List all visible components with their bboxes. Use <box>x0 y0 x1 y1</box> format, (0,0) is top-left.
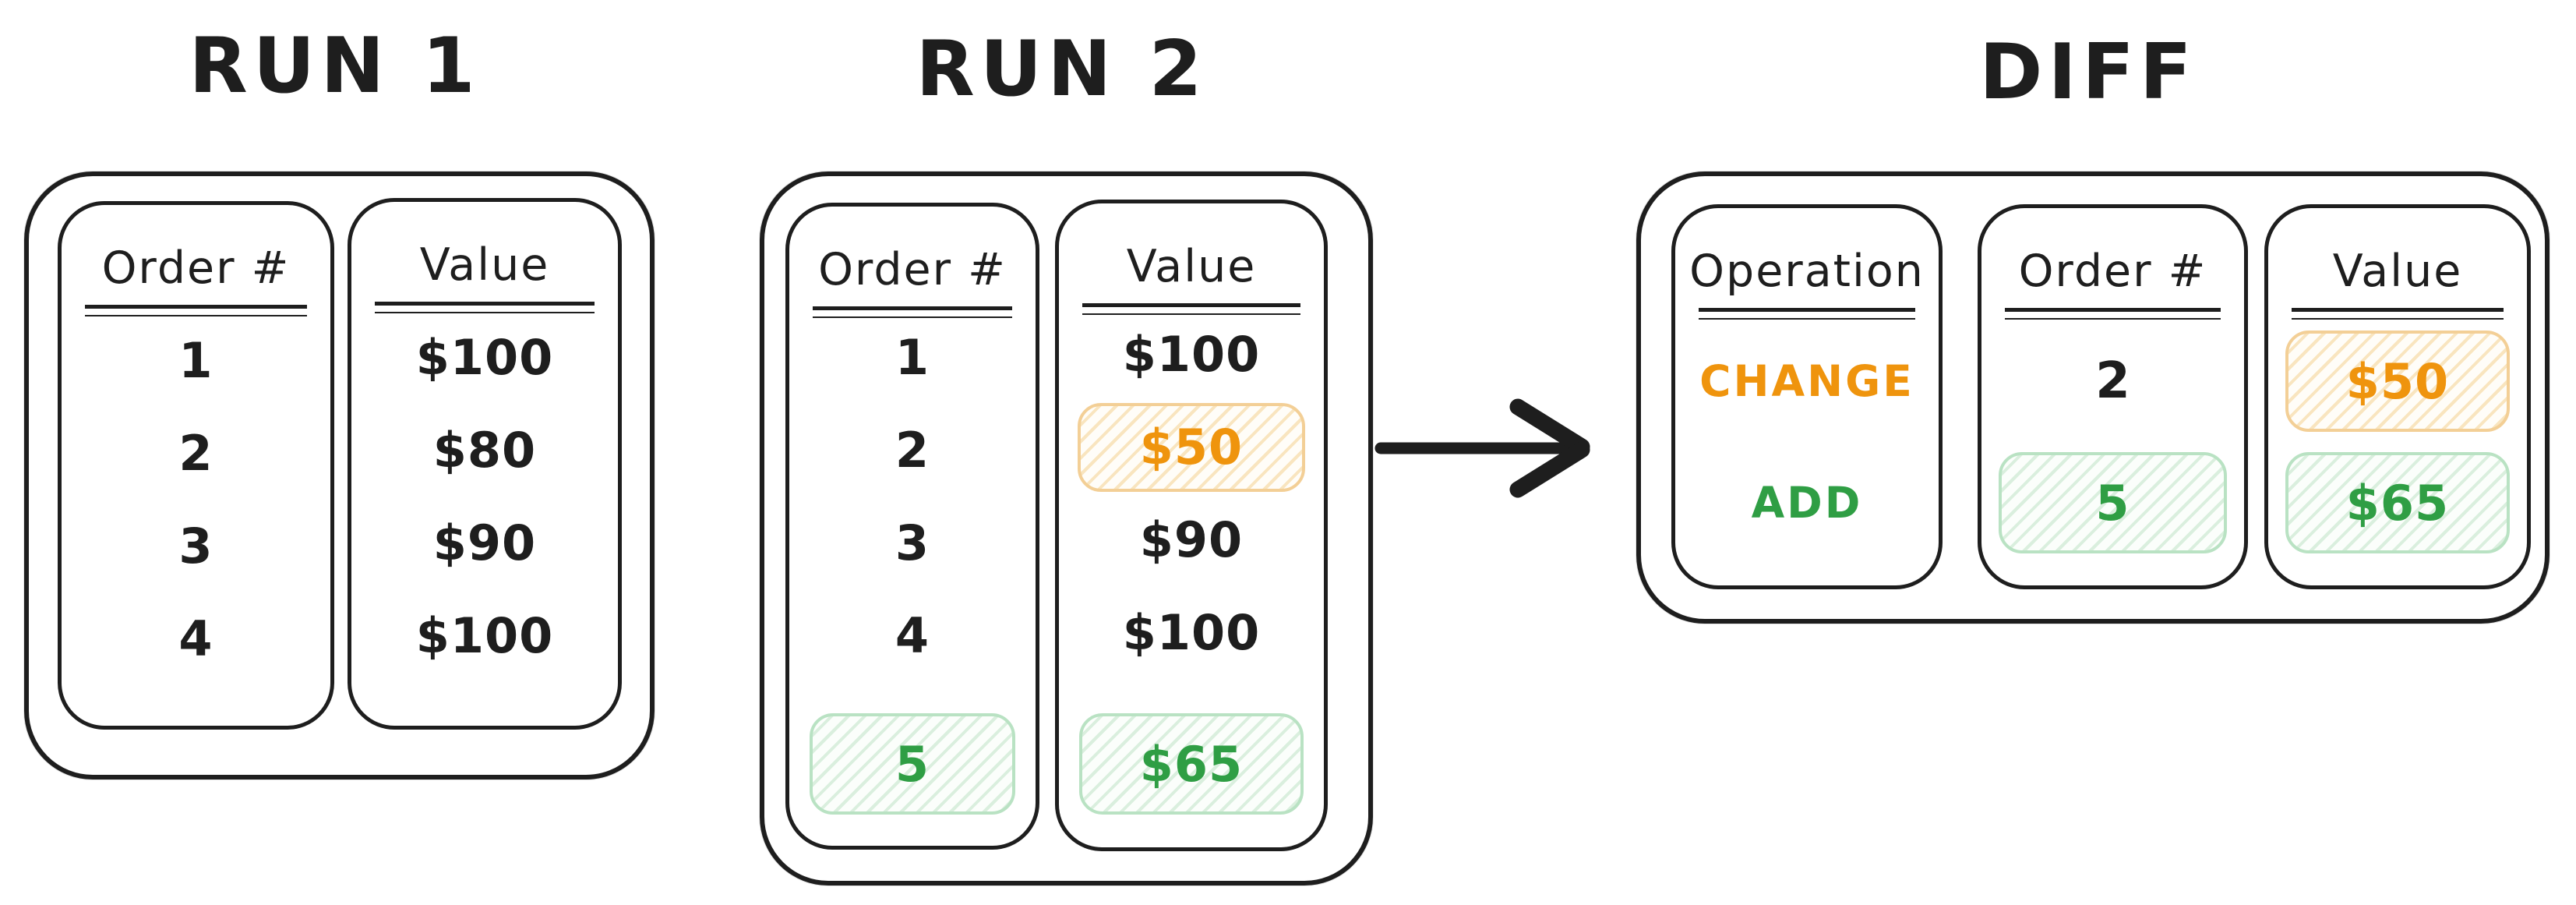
diff-order-column: Order # 2 5 <box>1978 204 2248 589</box>
run1-order-cell-1: 1 <box>178 332 213 389</box>
diff-value-changed: $50 <box>2345 352 2450 410</box>
run2-order-cell-4: 4 <box>895 607 930 664</box>
run2-value-column: Value $100 $50 $90 $100 $65 <box>1055 200 1328 851</box>
run1-value-rows: $100 $80 $90 $100 <box>351 311 618 682</box>
diff-value-column: Value $50 $65 <box>2264 204 2531 589</box>
diff-value-changed-highlight: $50 <box>2285 331 2510 432</box>
diff-row-1-order: 2 <box>1981 325 2244 437</box>
run2-value-rows: $100 $50 $90 $100 <box>1059 308 1324 679</box>
diff-value-header: Value <box>2332 246 2463 297</box>
run1-order-cell-3: 3 <box>178 518 213 574</box>
diff-order-changed: 2 <box>2095 352 2130 410</box>
header-underline <box>2005 308 2221 320</box>
run1-value-cell-2: $80 <box>432 422 537 479</box>
header-underline <box>85 305 307 316</box>
diff-value-added: $65 <box>2345 474 2450 532</box>
header-underline <box>813 306 1012 318</box>
run1-order-cell-4: 4 <box>178 610 213 667</box>
diff-row-2-order: 5 <box>1981 447 2244 559</box>
diff-title: DIFF <box>1979 28 2197 117</box>
diff-row-1-value: $50 <box>2268 325 2527 437</box>
diff-operation-column: Operation CHANGE ADD <box>1671 204 1943 589</box>
diff-table: Operation CHANGE ADD Order # 2 5 Value <box>1636 171 2550 624</box>
run2-table: Order # 1 2 3 4 5 Value $100 $50 <box>760 171 1373 886</box>
run2-value-cell-5-added-highlight: $65 <box>1079 713 1304 815</box>
run2-value-changed-highlight: $50 <box>1078 402 1305 492</box>
run1-order-rows: 1 2 3 4 <box>62 314 330 685</box>
run2-title: RUN 2 <box>916 25 1208 114</box>
run1-value-cell-1: $100 <box>415 329 554 386</box>
run1-order-cell-2: 2 <box>178 425 213 482</box>
run2-order-cell-5: 5 <box>895 735 930 793</box>
run2-order-cell-5-added-highlight: 5 <box>810 713 1015 815</box>
run2-value-cell-2-changed: $50 <box>1059 401 1324 493</box>
run2-order-cell-1: 1 <box>895 329 930 386</box>
run2-value-cell-3: $90 <box>1139 511 1244 568</box>
run2-order-cell-3: 3 <box>895 514 930 571</box>
diff-row-1-operation: CHANGE <box>1675 325 1939 437</box>
diff-operation-header: Operation <box>1689 246 1925 297</box>
run2-order-rows: 1 2 3 4 <box>789 311 1036 682</box>
diff-operation-add: ADD <box>1751 478 1863 528</box>
diff-operation-change: CHANGE <box>1699 356 1914 406</box>
run1-value-header: Value <box>419 239 550 291</box>
diff-order-added-highlight: 5 <box>1999 452 2227 553</box>
run1-value-cell-4: $100 <box>415 607 554 664</box>
run1-order-header: Order # <box>101 242 291 294</box>
run1-order-column: Order # 1 2 3 4 <box>58 201 334 730</box>
run2-value-cell-1: $100 <box>1122 326 1261 383</box>
run2-value-cell-5: $65 <box>1139 735 1244 793</box>
arrow-right-icon <box>1374 398 1590 498</box>
diff-order-added: 5 <box>2095 474 2130 532</box>
run2-order-column: Order # 1 2 3 4 5 <box>785 203 1039 850</box>
run2-value-cell-4: $100 <box>1122 604 1261 661</box>
run1-title: RUN 1 <box>189 22 481 111</box>
run1-value-column: Value $100 $80 $90 $100 <box>348 198 622 730</box>
diff-order-header: Order # <box>2018 246 2207 297</box>
run1-value-cell-3: $90 <box>432 514 537 571</box>
diff-row-2-value: $65 <box>2268 447 2527 559</box>
header-underline <box>375 302 595 313</box>
run2-order-cell-2: 2 <box>895 422 930 479</box>
header-underline <box>1082 303 1300 315</box>
header-underline <box>1699 308 1915 320</box>
diff-value-added-highlight: $65 <box>2285 452 2510 553</box>
run1-table: Order # 1 2 3 4 Value $100 $80 $90 $100 <box>24 171 655 780</box>
header-underline <box>2292 308 2504 320</box>
diff-row-2-operation: ADD <box>1675 447 1939 559</box>
run2-order-header: Order # <box>818 244 1007 295</box>
run2-value-cell-2: $50 <box>1139 419 1244 475</box>
run2-value-header: Value <box>1126 241 1257 292</box>
